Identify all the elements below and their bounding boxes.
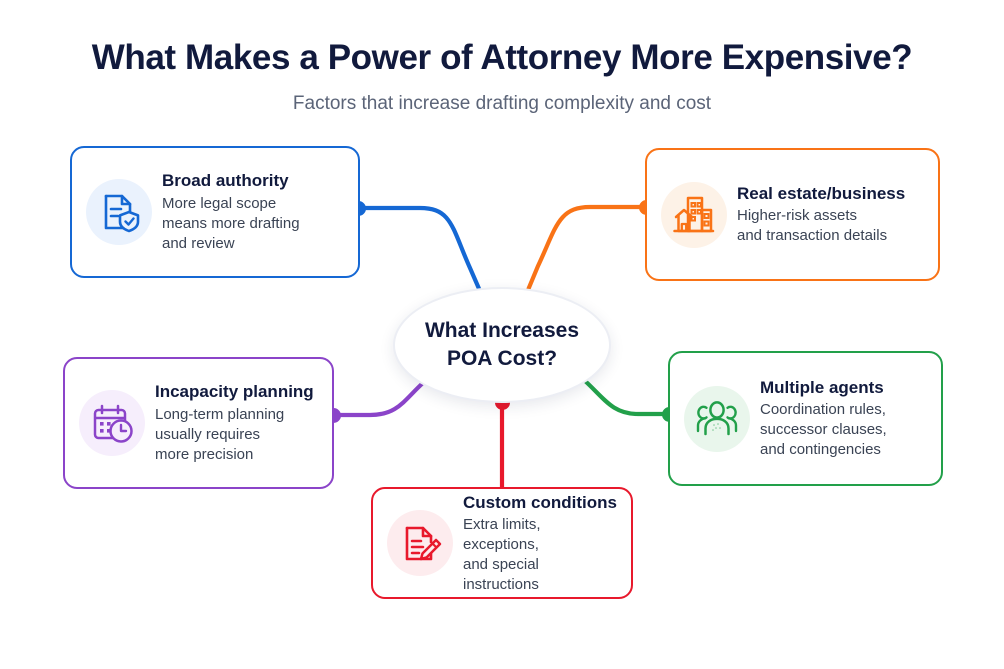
card-desc-line: Higher-risk assets <box>737 207 858 225</box>
card-desc-broad-authority: More legal scope means more drafting and… <box>162 194 344 254</box>
card-desc-line: successor clauses, <box>760 421 887 439</box>
card-title-broad-authority: Broad authority <box>162 171 289 191</box>
card-title-custom-conditions: Custom conditions <box>463 492 617 512</box>
card-desc-multiple-agents: Coordination rules, successor clauses, a… <box>760 400 927 460</box>
card-desc-line: and transaction details <box>737 227 888 245</box>
card-title-multiple-agents: Multiple agents <box>760 377 884 397</box>
people-group-icon <box>696 400 738 435</box>
card-custom-conditions[interactable]: Custom conditions Extra limits, exceptio… <box>371 487 633 599</box>
card-icon-custom-conditions <box>387 510 453 576</box>
center-node-line1: What Increases <box>424 319 580 343</box>
card-text-multiple-agents: Multiple agents Coordination rules, succ… <box>760 377 927 460</box>
card-text-custom-conditions: Custom conditions Extra limits, exceptio… <box>463 492 617 595</box>
calendar-clock-icon <box>93 404 133 443</box>
card-desc-custom-conditions: Extra limits, exceptions, and special in… <box>463 515 617 595</box>
card-desc-line: and contingencies <box>760 441 881 459</box>
card-desc-line: means more drafting <box>162 214 300 232</box>
card-icon-real-estate <box>661 181 727 248</box>
card-desc-line: Extra limits, exceptions, <box>463 515 541 553</box>
card-text-incapacity-planning: Incapacity planning Long-term planning u… <box>155 381 318 464</box>
card-icon-incapacity-planning <box>79 390 145 456</box>
card-text-broad-authority: Broad authority More legal scope means m… <box>162 170 344 253</box>
page-title: What Makes a Power of Attorney More Expe… <box>91 38 913 77</box>
document-pencil-icon <box>405 526 442 561</box>
card-text-real-estate: Real estate/business Higher-risk assets … <box>737 183 924 246</box>
card-title-incapacity-planning: Incapacity planning <box>155 382 314 402</box>
card-title-real-estate: Real estate/business <box>737 183 906 203</box>
card-multiple-agents[interactable]: Multiple agents Coordination rules, succ… <box>668 351 943 486</box>
card-desc-line: usually requires <box>155 425 261 443</box>
card-broad-authority[interactable]: Broad authority More legal scope means m… <box>70 146 360 278</box>
buildings-house-icon <box>673 196 715 232</box>
card-desc-line: Coordination rules, <box>760 401 886 419</box>
card-icon-multiple-agents <box>684 385 750 452</box>
card-desc-incapacity-planning: Long-term planning usually requires more… <box>155 405 318 465</box>
document-shield-icon <box>104 194 140 233</box>
card-desc-line: and special instructions <box>463 555 539 593</box>
connector-broad-authority <box>355 205 483 294</box>
card-real-estate[interactable]: Real estate/business Higher-risk assets … <box>645 148 940 281</box>
card-desc-line: more precision <box>155 445 254 463</box>
card-desc-line: Long-term planning <box>155 405 285 423</box>
card-incapacity-planning[interactable]: Incapacity planning Long-term planning u… <box>63 357 334 489</box>
card-desc-real-estate: Higher-risk assets and transaction detai… <box>737 206 924 246</box>
connector-real-estate <box>525 204 649 293</box>
page-subtitle: Factors that increase drafting complexit… <box>292 93 712 114</box>
card-desc-line: and review <box>162 234 235 252</box>
center-node-line2: POA Cost? <box>446 347 558 370</box>
card-desc-line: More legal scope <box>162 194 277 212</box>
center-node: What Increases POA Cost? <box>393 287 611 403</box>
card-icon-broad-authority <box>86 179 152 245</box>
